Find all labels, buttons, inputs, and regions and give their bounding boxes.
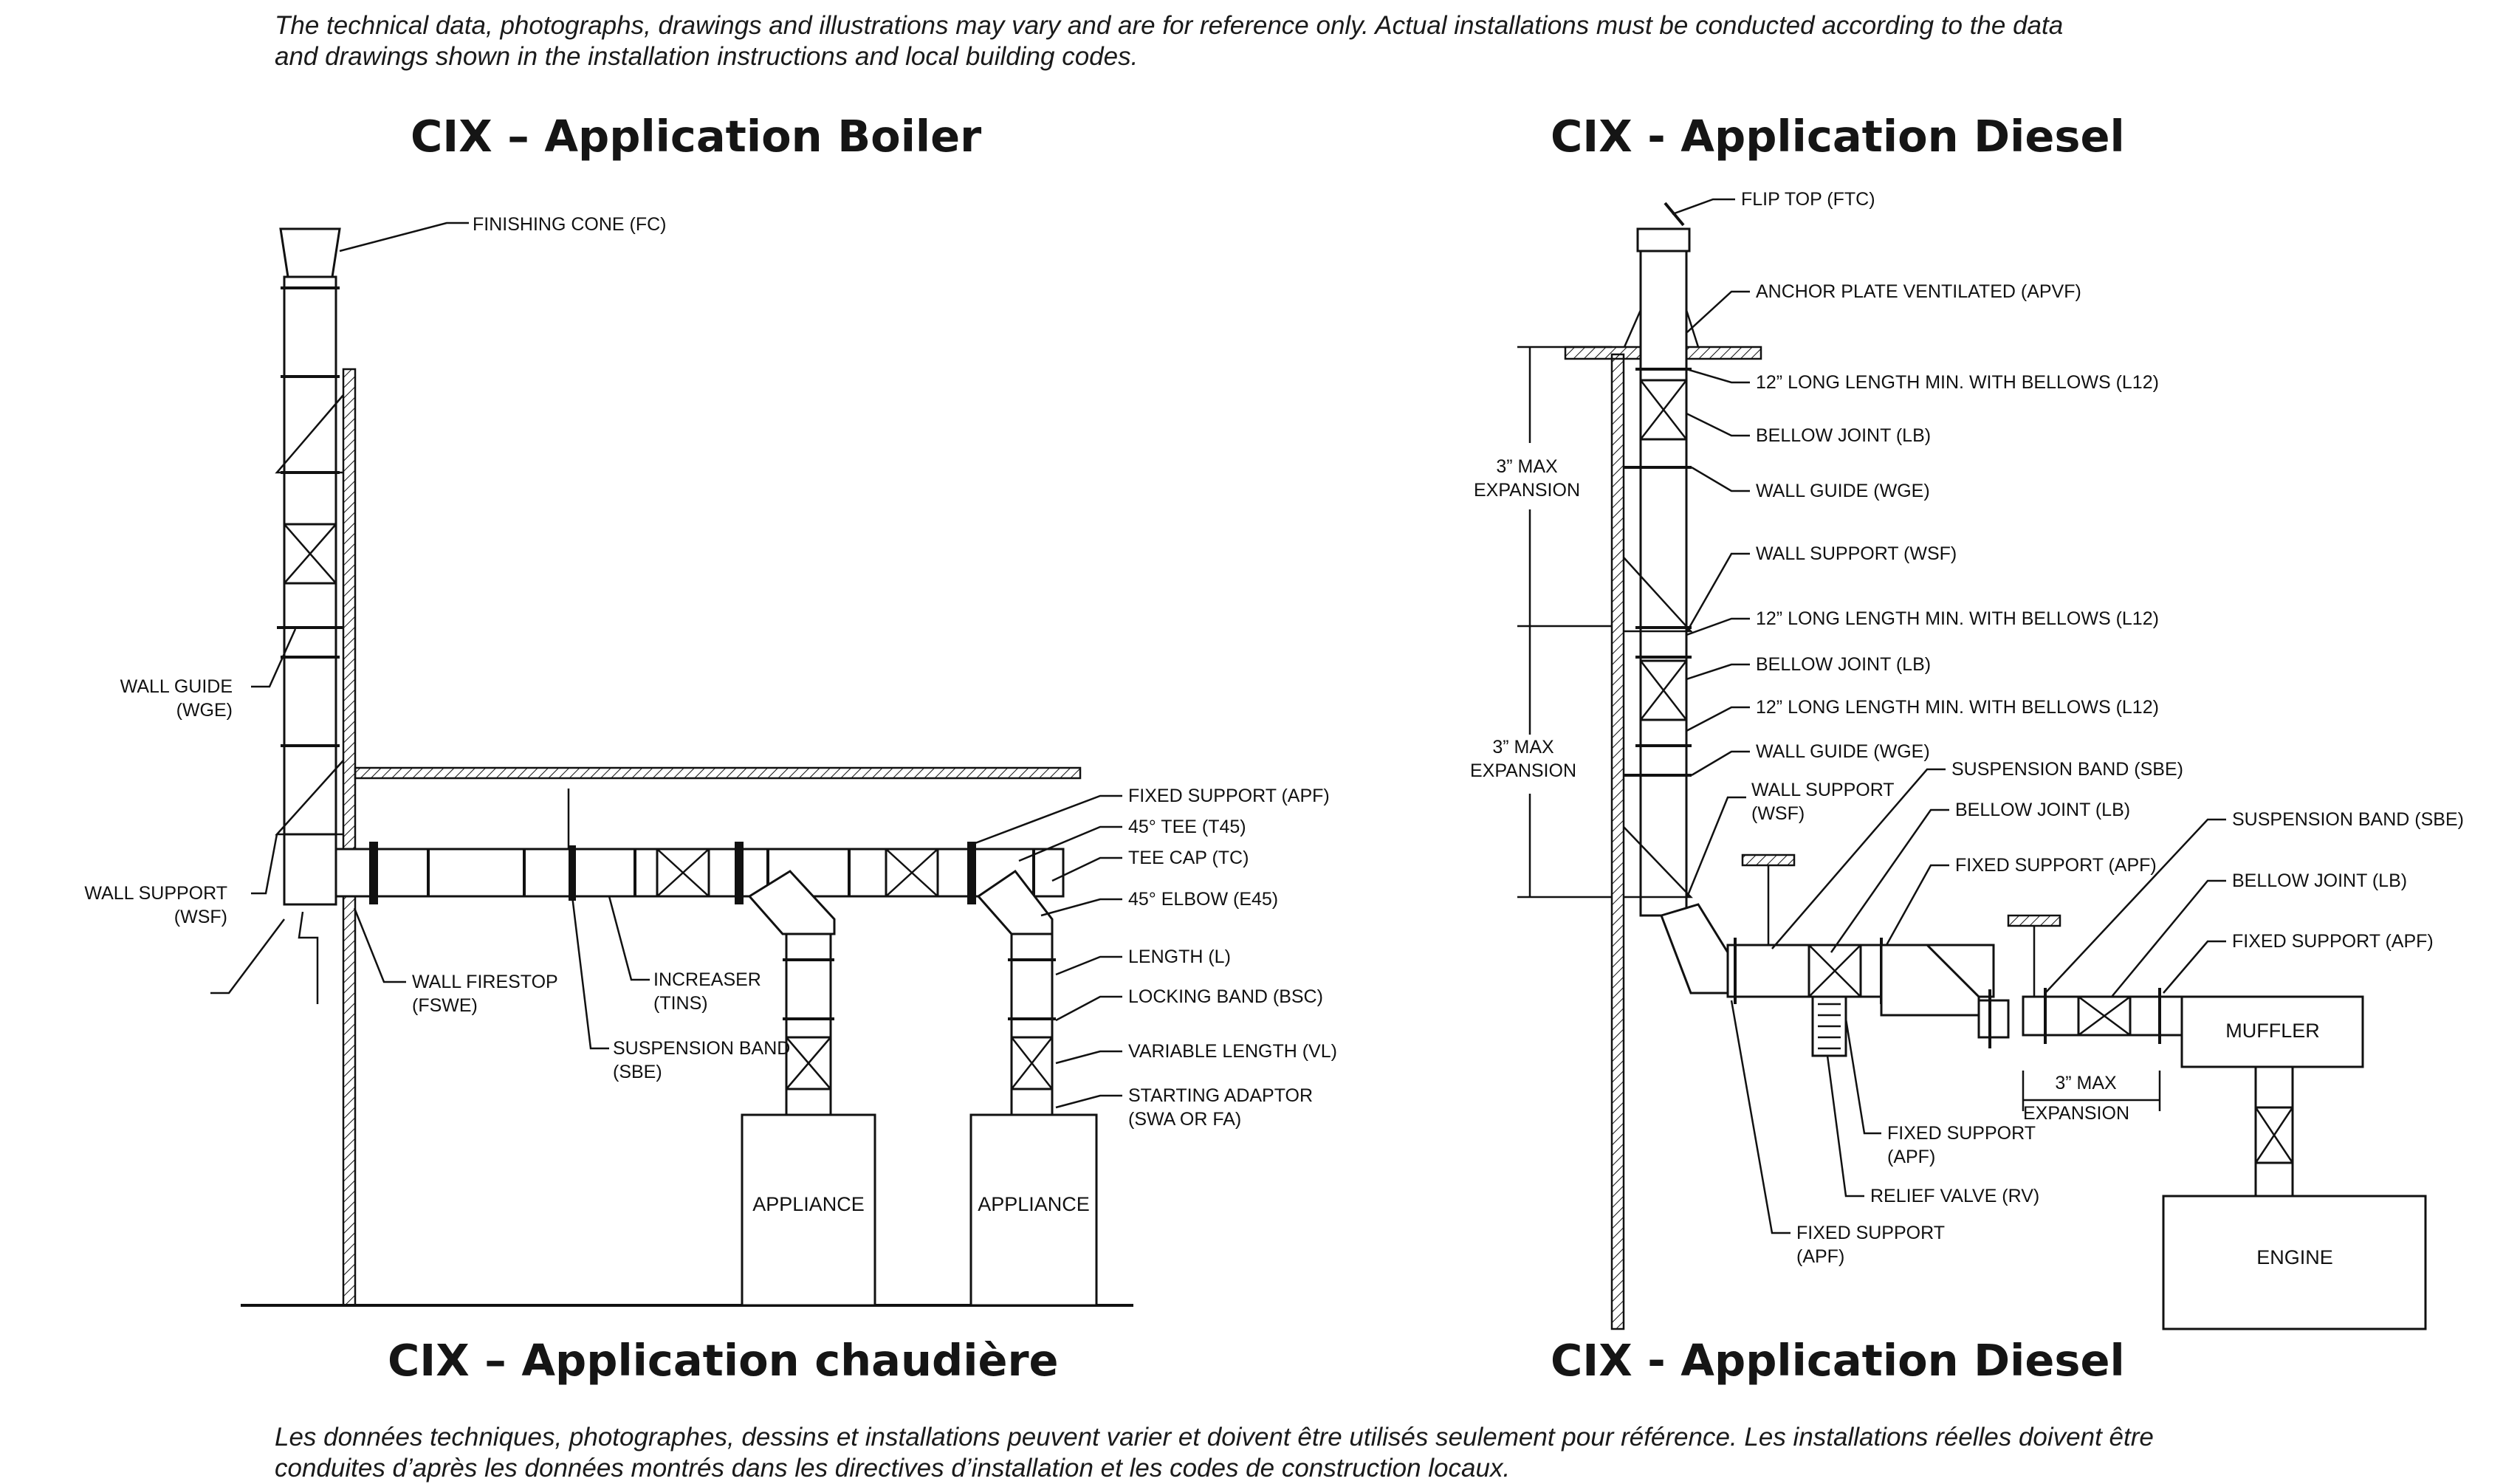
label-starting-adaptor-line-2: (SWA OR FA) [1128, 1109, 1241, 1130]
label-bellow-joint-3: BELLOW JOINT (LB) [1955, 800, 2130, 820]
label-bellow-joint-4: BELLOW JOINT (LB) [2232, 870, 2407, 891]
appliance-label-2: APPLIANCE [978, 1193, 1090, 1215]
label-relief-valve: RELIEF VALVE (RV) [1870, 1186, 2039, 1206]
title-diesel-english: CIX - Application Diesel [1551, 111, 2125, 162]
label-suspension-band-line-2: (SBE) [613, 1062, 662, 1082]
label-bellow-joint-2: BELLOW JOINT (LB) [1756, 654, 1931, 675]
diesel-hanger-plate-2 [2007, 914, 2061, 927]
label-suspension-band-line-1: SUSPENSION BAND [613, 1038, 790, 1059]
label-max-expansion-3-line-2: EXPANSION [2023, 1103, 2129, 1124]
diesel-diagram: 3” MAX EXPANSION 3” MAX EXPANSION [1470, 189, 2464, 1330]
engine-box [2162, 1195, 2427, 1330]
label-bellow-joint-1: BELLOW JOINT (LB) [1756, 425, 1931, 446]
boiler-tee-base [283, 833, 337, 906]
boiler-vertical-stack [283, 275, 337, 902]
label-max-expansion-1-line-1: 3” MAX [1496, 456, 1558, 477]
label-starting-adaptor-line-1: STARTING ADAPTOR [1128, 1085, 1313, 1106]
label-fixed-support-4-line-2: (APF) [1796, 1246, 1844, 1267]
label-long-length-1: 12” LONG LENGTH MIN. WITH BELLOWS (L12) [1756, 372, 2159, 393]
label-wall-guide-line-1: WALL GUIDE [120, 676, 233, 697]
label-finishing-cone: FINISHING CONE (FC) [473, 214, 667, 235]
diesel-leader-lines [1672, 198, 2226, 1234]
diesel-hanger-plate-1 [1741, 853, 1796, 867]
label-long-length-2: 12” LONG LENGTH MIN. WITH BELLOWS (L12) [1756, 608, 2159, 629]
label-max-expansion-2-line-2: EXPANSION [1470, 760, 1576, 781]
label-fixed-support-3-line-2: (APF) [1887, 1147, 1935, 1167]
label-fixed-support-4-line-1: FIXED SUPPORT [1796, 1223, 1945, 1243]
boiler-elbow-2 [976, 869, 1054, 935]
label-wall-support-2-line-1: WALL SUPPORT [1751, 780, 1895, 800]
boiler-diagram: APPLIANCE APPLIANCE FINI [84, 214, 1337, 1307]
label-wall-support-line-2: (WSF) [174, 907, 227, 927]
boiler-ceiling [354, 766, 1082, 780]
label-elbow-45: 45° ELBOW (E45) [1128, 889, 1278, 910]
label-anchor-plate: ANCHOR PLATE VENTILATED (APVF) [1756, 281, 2081, 302]
label-max-expansion-1-line-2: EXPANSION [1474, 480, 1580, 501]
boiler-leader-lines [210, 221, 1122, 1109]
diesel-wall [1610, 353, 1625, 1330]
label-flip-top: FLIP TOP (FTC) [1741, 189, 1875, 210]
diesel-bottom-elbow [1660, 903, 1729, 995]
label-wall-guide-2: WALL GUIDE (WGE) [1756, 741, 1930, 762]
boiler-elbow-1 [747, 870, 836, 935]
diesel-wall-support-upper [1623, 557, 1693, 633]
disclaimer-french-line-1: Les données techniques, photographes, de… [275, 1423, 2154, 1452]
boiler-horizontal-bands [369, 842, 1035, 904]
label-suspension-band-2: SUSPENSION BAND (SBE) [2232, 809, 2464, 830]
label-fixed-support-1: FIXED SUPPORT (APF) [1955, 855, 2157, 876]
diesel-wall-support-lower [1623, 826, 1693, 899]
boiler-drain [298, 911, 319, 1004]
label-wall-guide-1: WALL GUIDE (WGE) [1756, 481, 1930, 501]
label-tee-45: 45° TEE (T45) [1128, 817, 1246, 837]
diesel-stack-bands [1624, 368, 1692, 777]
label-wall-firestop-line-1: WALL FIRESTOP [412, 972, 558, 992]
label-wall-support-1: WALL SUPPORT (WSF) [1756, 543, 1957, 564]
finishing-cone-shape [279, 227, 341, 278]
label-long-length-3: 12” LONG LENGTH MIN. WITH BELLOWS (L12) [1756, 697, 2159, 718]
label-fixed-support-3-line-1: FIXED SUPPORT [1887, 1123, 2036, 1144]
label-increaser-line-1: INCREASER [653, 969, 761, 990]
title-boiler-french: CIX – Application chaudière [388, 1335, 1059, 1386]
label-wall-firestop-line-2: (FSWE) [412, 995, 478, 1016]
relief-valve-spring [1818, 1003, 1841, 1050]
label-increaser-line-2: (TINS) [653, 993, 708, 1014]
disclaimer-english: The technical data, photographs, drawing… [275, 10, 2063, 72]
boiler-wall [342, 368, 357, 1307]
appliance-label-1: APPLIANCE [752, 1193, 865, 1215]
label-max-expansion-2-line-1: 3” MAX [1492, 737, 1554, 758]
title-diesel-french: CIX - Application Diesel [1551, 1335, 2125, 1386]
label-wall-guide-line-2: (WGE) [176, 700, 233, 721]
label-fixed-support-2: FIXED SUPPORT (APF) [2232, 931, 2434, 952]
label-max-expansion-3-line-1: 3” MAX [2055, 1073, 2117, 1093]
label-wall-support-2-line-2: (WSF) [1751, 803, 1805, 824]
label-length: LENGTH (L) [1128, 947, 1231, 967]
label-fixed-support: FIXED SUPPORT (APF) [1128, 786, 1330, 806]
appliance-box-1 [741, 1113, 876, 1307]
engine-label: ENGINE [2256, 1246, 2333, 1268]
disclaimer-english-line-1: The technical data, photographs, drawing… [275, 11, 2064, 40]
appliance-box-2 [969, 1113, 1098, 1307]
muffler-label: MUFFLER [2225, 1020, 2320, 1042]
label-locking-band: LOCKING BAND (BSC) [1128, 986, 1323, 1007]
diesel-flex-section [1977, 999, 2010, 1039]
label-variable-length: VARIABLE LENGTH (VL) [1128, 1041, 1337, 1062]
diesel-expansion-dimensions [1517, 346, 1612, 899]
boiler-wall-support-upper [275, 394, 344, 474]
label-suspension-band-1: SUSPENSION BAND (SBE) [1951, 759, 2183, 780]
label-tee-cap: TEE CAP (TC) [1128, 848, 1249, 868]
title-boiler-english: CIX – Application Boiler [411, 111, 982, 162]
label-wall-support-line-1: WALL SUPPORT [84, 883, 227, 904]
disclaimer-english-line-2: and drawings shown in the installation i… [275, 42, 1139, 71]
flip-top-cap [1636, 227, 1691, 253]
